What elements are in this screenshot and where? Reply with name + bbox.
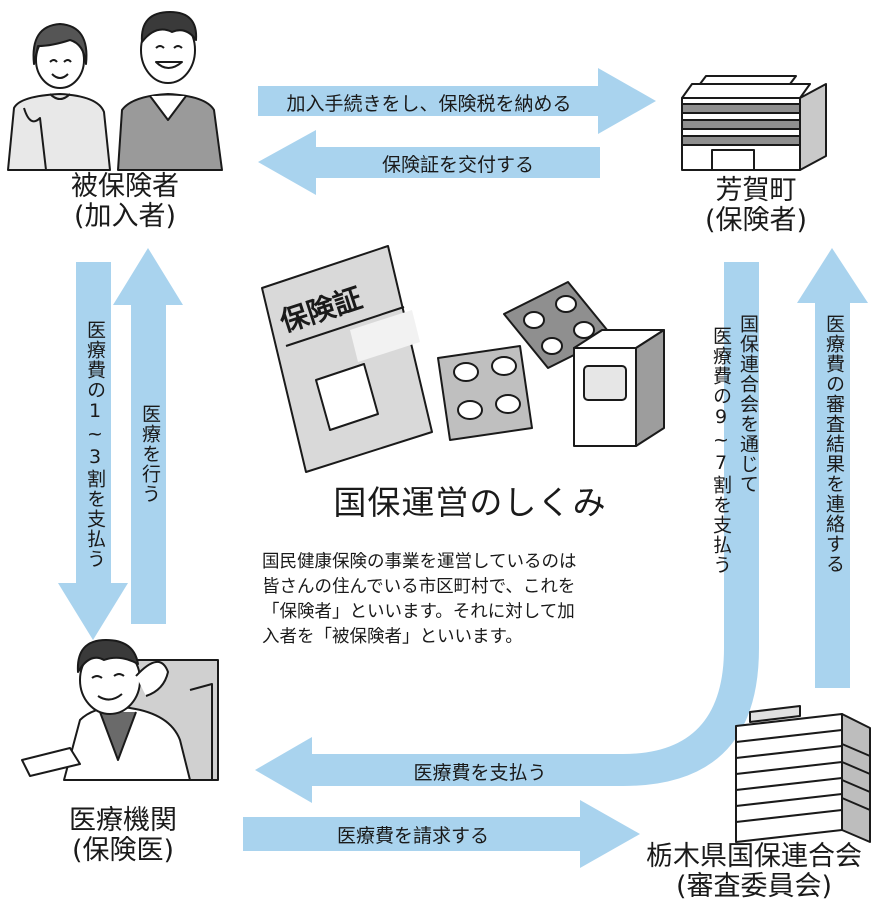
party-insured-name: 被保険者 (71, 171, 179, 202)
arrow-pay-via-federation (255, 262, 759, 803)
insured-couple-illustration (7, 11, 223, 171)
arrow-report-review-label: 医療費の審査結果を連絡する (823, 314, 845, 574)
party-medical: 医療機関 (保険医) (38, 806, 208, 866)
arrow-claim-costs-label: 医療費を請求する (336, 825, 489, 847)
diagram-title: 国保運営のしくみ (333, 483, 607, 522)
description-line-1: 国民健康保険の事業を運営しているのは (262, 552, 577, 572)
arrow-pay-via-federation-label-1: 国保連合会を通じて (737, 314, 759, 494)
arrow-treat-label: 医療を行う (139, 404, 161, 504)
arrow-pay-share (58, 262, 128, 640)
description-line-4: 入者を「被保険者」といいます。 (262, 627, 523, 647)
party-insurer-role: (保険者) (704, 205, 808, 236)
party-federation-name: 栃木県国保連合会 (646, 841, 862, 872)
town-hall-illustration (681, 75, 827, 171)
party-insured-role: (加入者) (73, 201, 177, 232)
party-federation-role: (審査委員会) (675, 871, 833, 902)
medicine-box-illustration (573, 329, 665, 447)
arrow-pay-via-federation-label-2: 医療費の9~7割を支払う (710, 326, 732, 575)
party-insurer-name: 芳賀町 (715, 175, 797, 206)
party-federation: 栃木県国保連合会 (審査委員会) (636, 842, 872, 902)
party-insurer: 芳賀町 (保険者) (676, 176, 836, 236)
arrow-issue-card-label: 保険証を交付する (381, 154, 534, 176)
description: 国民健康保険の事業を運営しているのは 皆さんの住んでいる市区町村で、これを 「保… (262, 550, 682, 650)
arrow-pay-costs-label: 医療費を支払う (413, 762, 547, 784)
description-line-2: 皆さんの住んでいる市区町村で、これを (262, 577, 576, 597)
party-medical-name: 医療機関 (69, 805, 177, 836)
party-medical-role: (保険医) (71, 835, 175, 866)
arrow-issue-card (258, 130, 600, 195)
arrow-enroll-label: 加入手続きをし、保険税を納める (286, 93, 572, 115)
arrow-claim-costs (243, 800, 640, 868)
arrow-treat (113, 248, 183, 624)
insurance-card-illustration: 保険証 (261, 245, 433, 473)
description-line-3: 「保険者」といいます。それに対して加 (262, 602, 575, 622)
arrow-enroll (258, 68, 656, 134)
arrow-report-review (797, 248, 868, 688)
doctor-illustration (21, 639, 219, 781)
party-insured: 被保険者 (加入者) (40, 172, 210, 232)
federation-building-illustration (735, 705, 871, 843)
arrow-pay-share-label: 医療費の1~3割を支払う (84, 320, 106, 569)
